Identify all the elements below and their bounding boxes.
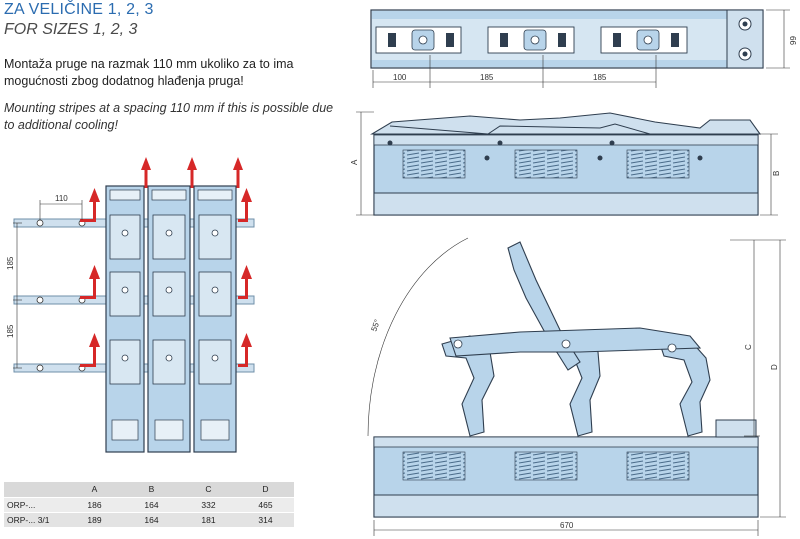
table-cell: 181	[180, 511, 237, 527]
vertical-spacing-label-1: 185	[6, 256, 15, 270]
table-header-b: B	[123, 482, 180, 497]
vertical-spacing-label-2: 185	[6, 324, 15, 338]
description-local: Montaža pruge na razmak 110 mm ukoliko z…	[4, 57, 294, 88]
opening-angle-label: 55°	[369, 318, 382, 332]
fuse-strip-1	[105, 185, 145, 453]
dimensions-table: A B C D ORP-... 186 164 332 465 ORP-... …	[4, 482, 294, 527]
table-header-c: C	[180, 482, 237, 497]
table-cell: 186	[66, 496, 123, 512]
open-dim-c: C	[744, 344, 753, 350]
top-dim-99: 99	[789, 36, 798, 45]
fuse-strip-3	[193, 185, 237, 453]
table-cell: 164	[123, 511, 180, 527]
rail-spacing-label: 110	[55, 194, 68, 203]
table-cell: 332	[180, 496, 237, 512]
fuse-strip-2	[147, 185, 191, 453]
title-block: ZA VELIČINE 1, 2, 3 FOR SIZES 1, 2, 3	[4, 0, 334, 40]
description-english: Mounting stripes at a spacing 110 mm if …	[4, 101, 334, 132]
top-dim-100: 100	[393, 73, 407, 82]
page-subtitle: FOR SIZES 1, 2, 3	[4, 21, 138, 38]
page-title: ZA VELIČINE 1, 2, 3	[4, 1, 154, 18]
top-dim-185-b: 185	[593, 73, 607, 82]
side-dim-a: A	[350, 159, 359, 165]
open-dim-d: D	[770, 364, 779, 370]
table-cell-model: ORP-... 3/1	[4, 511, 66, 527]
mounting-drawing: 110 185 185	[6, 157, 255, 453]
table-cell: 189	[66, 511, 123, 527]
table-row: ORP-... 3/1 189 164 181 314	[4, 511, 294, 527]
table-cell: 164	[123, 496, 180, 512]
table-header-a: A	[66, 482, 123, 497]
side-view-open: 55°	[367, 237, 786, 536]
table-header-model	[4, 482, 66, 497]
side-dim-b: B	[772, 171, 781, 176]
top-view: 100 185 185 99	[370, 9, 798, 88]
table-header-d: D	[237, 482, 294, 497]
table-cell: 314	[237, 511, 294, 527]
cooling-arrows	[80, 157, 252, 367]
open-dim-670: 670	[560, 521, 574, 530]
side-view-closed: A B	[350, 111, 781, 216]
top-dim-185-a: 185	[480, 73, 494, 82]
table-cell-model: ORP-...	[4, 496, 66, 512]
table-cell: 465	[237, 496, 294, 512]
table-row: ORP-... 186 164 332 465	[4, 496, 294, 512]
